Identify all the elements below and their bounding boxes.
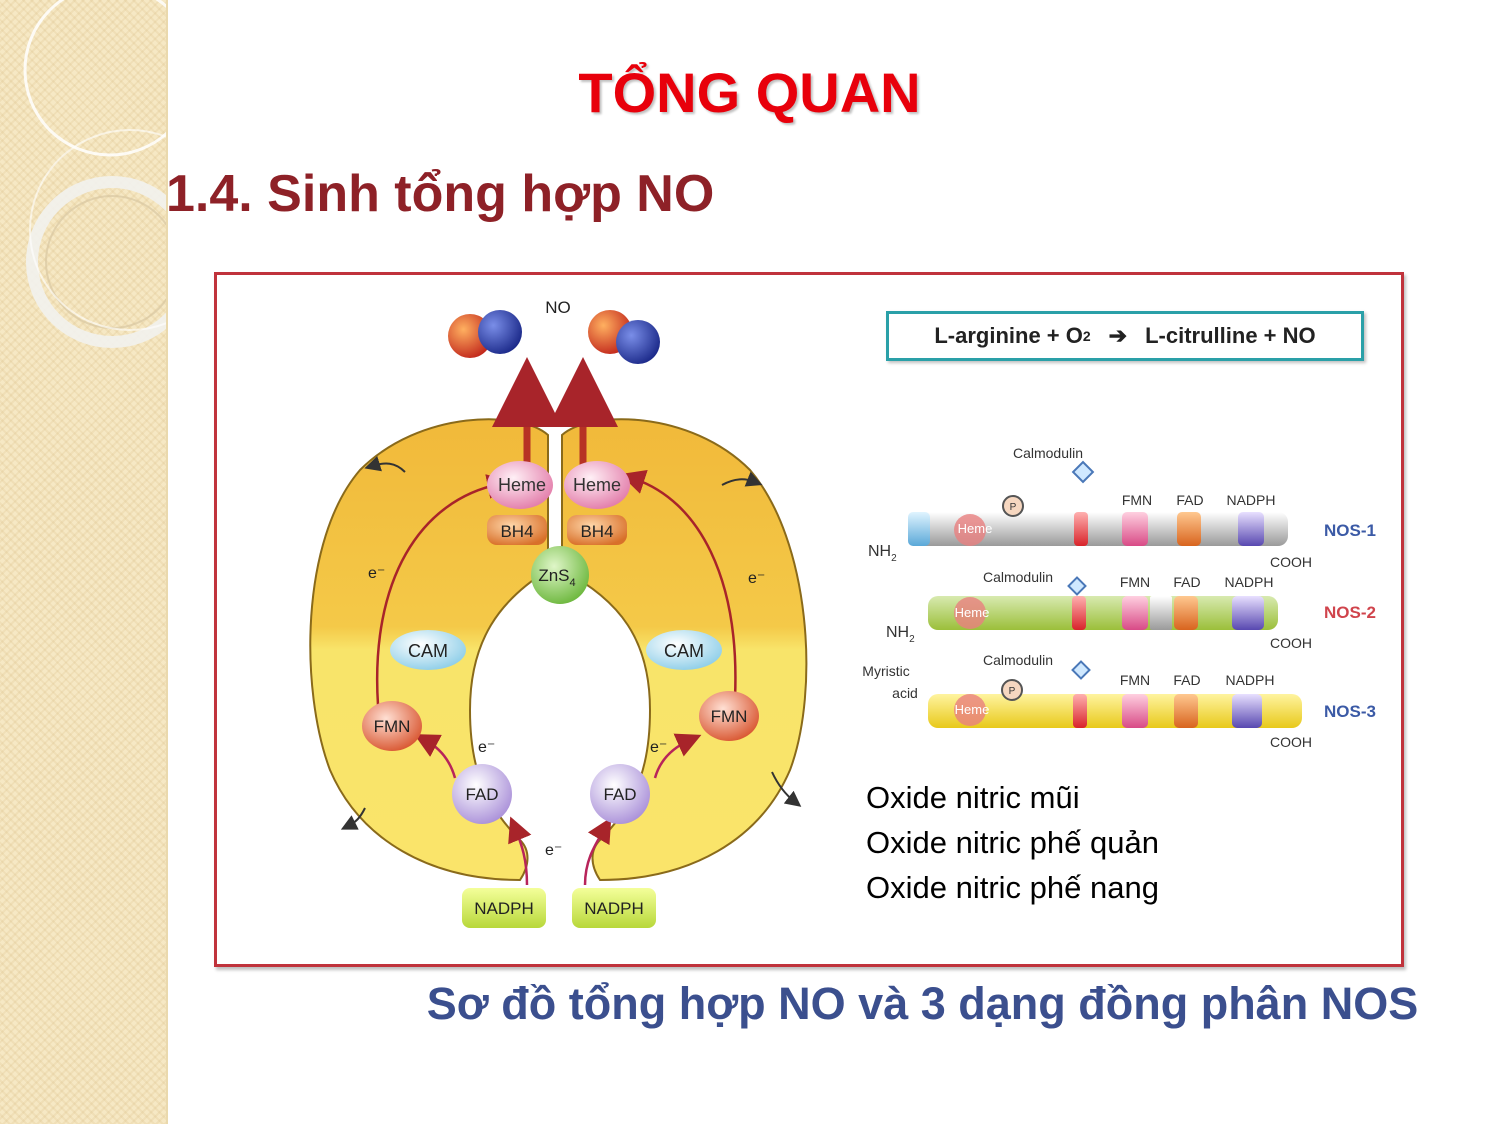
nadph-label: NADPH [1224,574,1273,590]
conformation-arrow-icon [364,456,406,473]
nadph-label: NADPH [1225,672,1274,688]
phosphate-icon: P [1009,686,1016,697]
fad-to-fmn-arrow-right [653,733,702,779]
electron-flow-arrow-left [375,474,513,706]
heme-domain-right [564,461,630,509]
slide-title: TỔNG QUAN [578,61,921,124]
fmn-domain-left [362,701,422,751]
cooh-label: COOH [1270,554,1312,570]
cam-label: CAM [664,641,704,661]
nadph-to-fad-arrow-right [583,817,612,886]
nos1-label: NOS-1 [1324,521,1376,540]
fad-label: FAD [1173,672,1200,688]
calmodulin-label: Calmodulin [983,652,1053,668]
bh4-label: BH4 [580,522,613,541]
bh4-cofactor-right [567,515,627,545]
cooh-label: COOH [1270,734,1312,750]
nadph-label: NADPH [1226,492,1275,508]
nadph-label: NADPH [584,899,644,918]
calmodulin-site-icon [1067,576,1087,596]
reaction-products: L-citrulline + NO [1145,323,1316,348]
note-item: Oxide nitric phế nang [866,870,1159,905]
no-molecule-right [588,310,660,364]
cooh-label: COOH [1270,635,1312,651]
nos1-bar [908,495,1288,546]
heme-domain-left [487,461,553,509]
reaction-reactants: L-arginine + O [934,323,1083,348]
heme-label: Heme [573,475,621,495]
electron-label: e⁻ [650,739,667,756]
figure-caption: Sơ đồ tổng hợp NO và 3 dạng đồng phân NO… [426,978,1419,1029]
myristic-label: Myristic [862,663,909,679]
nos-isoforms-diagram: Calmodulin Heme P FMN FAD NADPH NH2 COOH… [862,445,1376,750]
calmodulin-site-icon [1071,460,1095,484]
zinc-cluster [531,546,589,604]
zns-label: ZnS4 [538,566,575,589]
fmn-label: FMN [711,707,748,726]
electron-label: e⁻ [478,739,495,756]
no-molecule-left [448,310,522,358]
fad-label: FAD [1173,574,1200,590]
cam-label: CAM [408,641,448,661]
fad-label: FAD [1176,492,1203,508]
section-heading: 1.4. Sinh tổng hợp NO [166,165,715,223]
conformation-arrow-icon [340,807,366,830]
conformation-arrow-icon [771,771,802,807]
fad-to-fmn-arrow-left [413,734,457,779]
decorative-rings [23,0,231,348]
phosphate-icon: P [1010,502,1017,513]
note-item: Oxide nitric phế quản [866,825,1159,860]
fmn-domain-right [699,691,759,741]
nos2-bar [928,596,1278,630]
note-item: Oxide nitric mũi [866,780,1080,815]
bh4-cofactor-left [487,515,547,545]
calmodulin-label: Calmodulin [983,569,1053,585]
nadph-to-fad-arrow-left [508,816,532,886]
fmn-label: FMN [374,717,411,736]
electron-label: e⁻ [545,842,562,859]
notes-list: Oxide nitric mũi Oxide nitric phế quản O… [866,775,1159,910]
electron-label: e⁻ [748,570,765,587]
calmodulin-site-icon [1071,660,1091,680]
acid-label: acid [892,685,918,701]
reaction-arrow-icon: ➔ [1108,323,1128,348]
o2-subscript: 2 [1082,328,1091,344]
heme-label: Heme [498,475,546,495]
electron-flow-arrow-right [620,469,737,699]
heme-label: Heme [958,521,993,536]
nos3-label: NOS-3 [1324,702,1376,721]
conformation-arrow-icon [721,471,763,487]
fmn-label: FMN [1122,492,1152,508]
heme-label: Heme [955,605,990,620]
nos3-bar [928,679,1302,728]
decorative-sidebar [0,0,231,1124]
nos-dimer-diagram: NO e⁻ e⁻ e⁻ e⁻ e⁻ Heme Heme BH4 BH4 ZnS4… [309,298,808,928]
calmodulin-label: Calmodulin [1013,445,1083,461]
calmodulin-right [646,630,722,670]
bh4-label: BH4 [500,522,533,541]
fmn-label: FMN [1120,574,1150,590]
nadph-label: NADPH [474,899,534,918]
fad-domain-left [452,764,512,824]
nadph-left [462,888,546,928]
nos2-label: NOS-2 [1324,603,1376,622]
nh2-label: NH2 [868,543,897,564]
heme-label: Heme [955,702,990,717]
no-label: NO [545,298,571,317]
calmodulin-left [390,630,466,670]
electron-label: e⁻ [368,565,385,582]
fad-label: FAD [603,785,636,804]
fad-domain-right [590,764,650,824]
nh2-label: NH2 [886,624,915,645]
nadph-right [572,888,656,928]
fmn-label: FMN [1120,672,1150,688]
fad-label: FAD [465,785,498,804]
